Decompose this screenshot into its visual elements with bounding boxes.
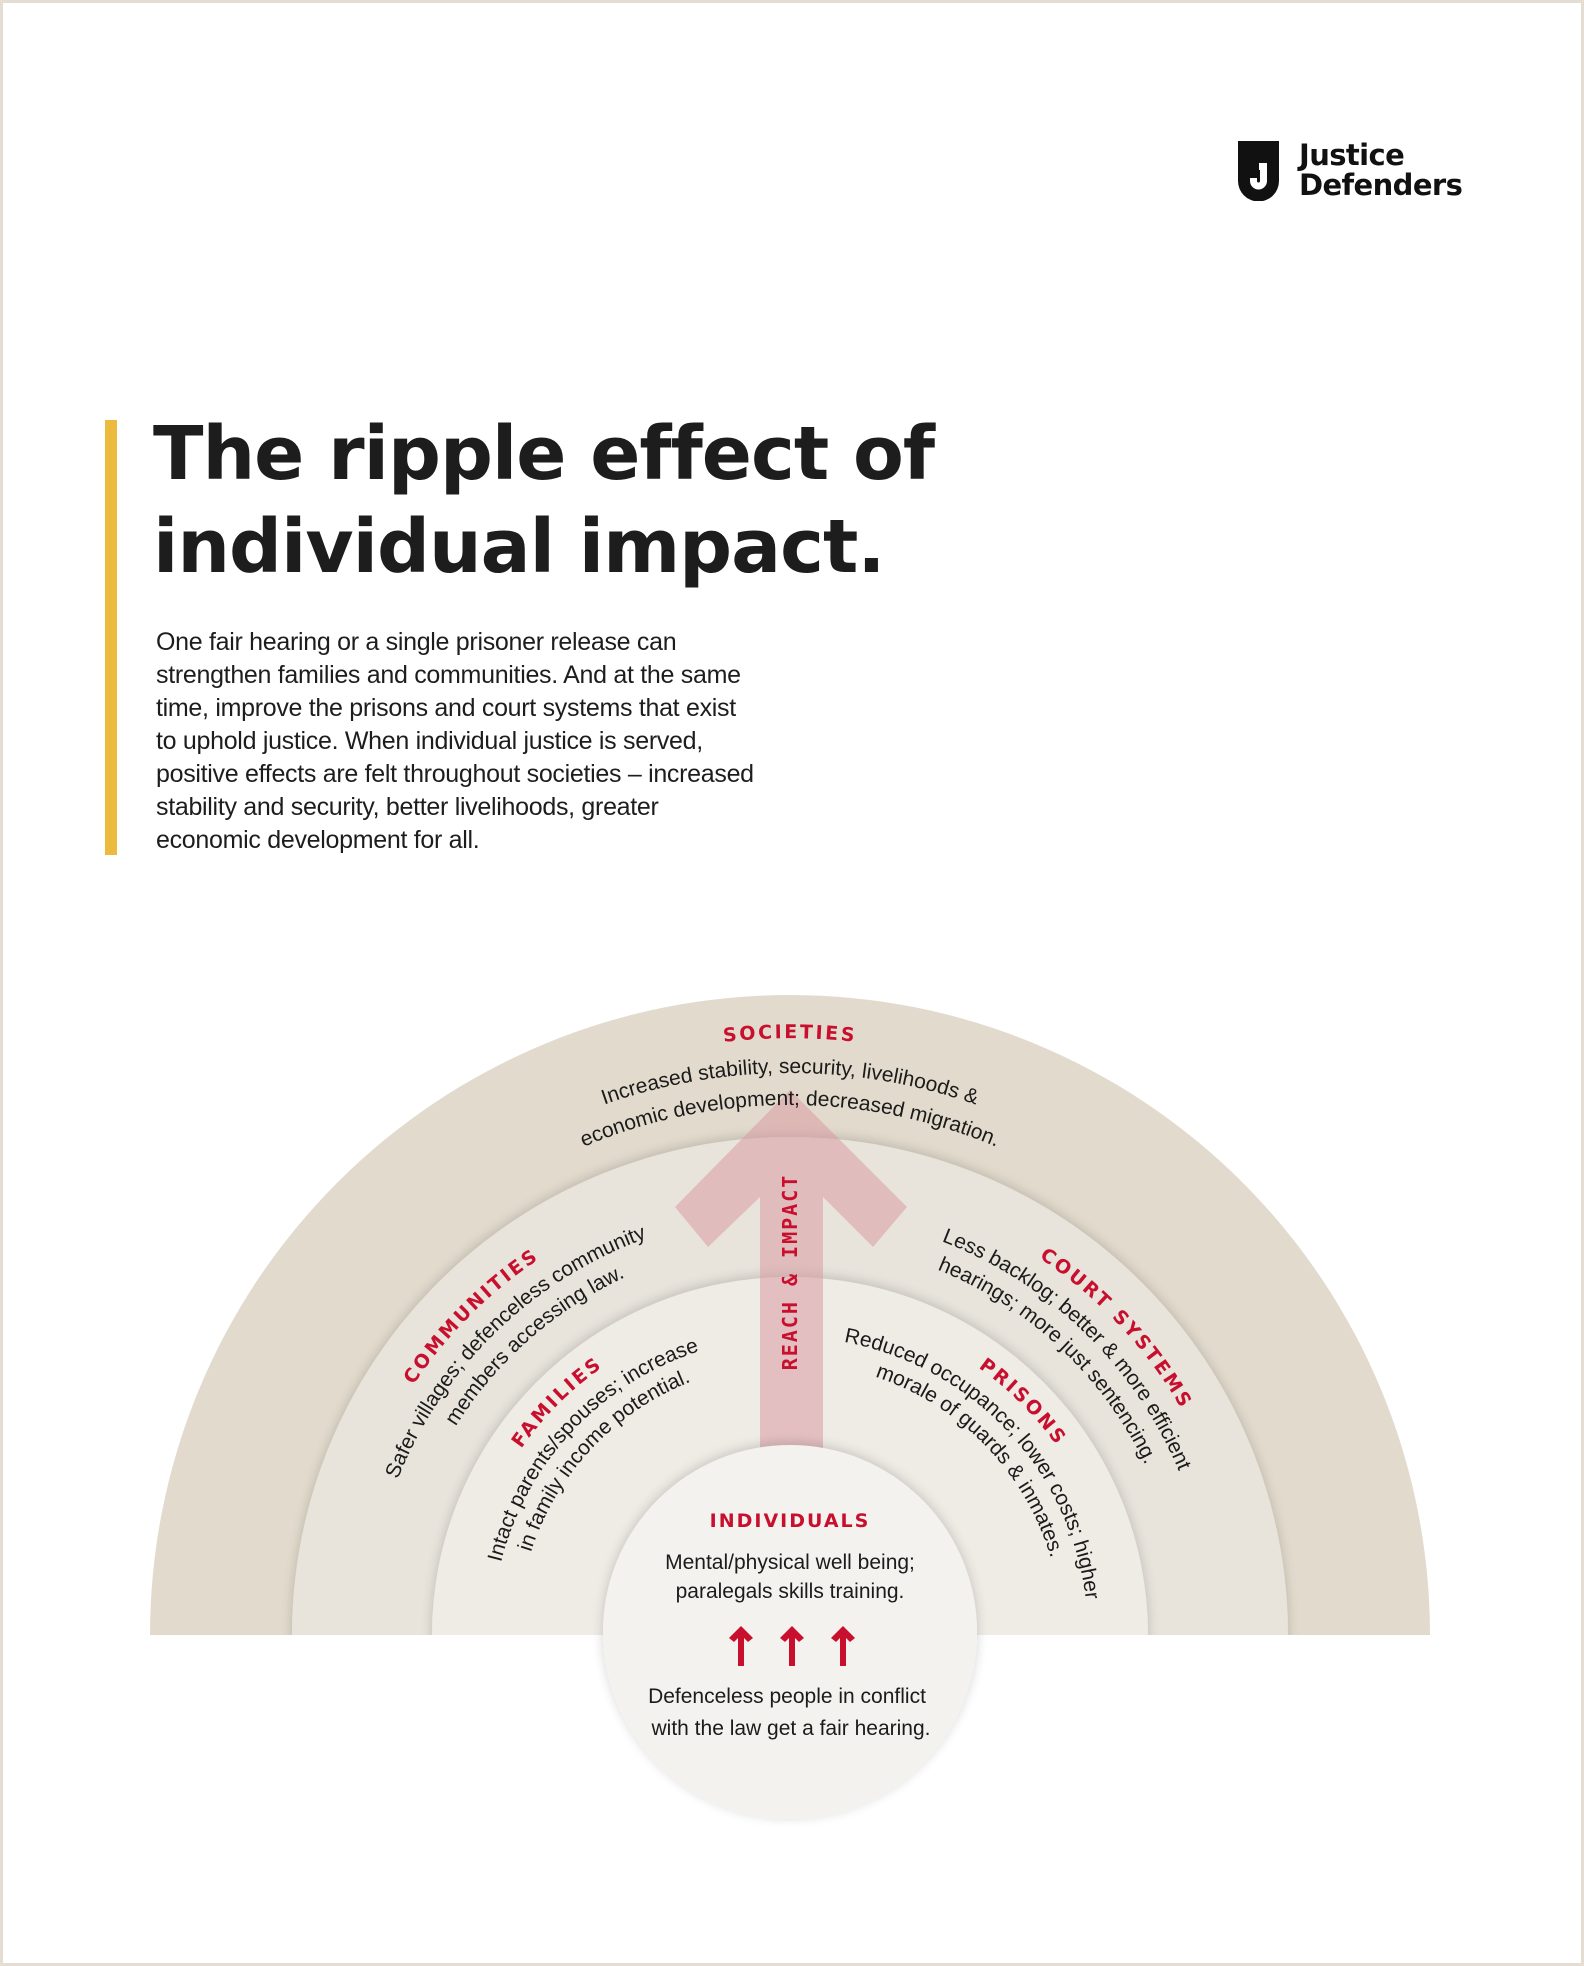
- individuals-base-line2: with the law get a fair hearing.: [651, 1717, 931, 1740]
- brand-name: Justice Defenders: [1299, 138, 1463, 202]
- brand-name-line1: Justice: [1299, 138, 1405, 172]
- shield-j-icon: [1238, 141, 1279, 201]
- intro-line: positive effects are felt throughout soc…: [156, 760, 754, 788]
- title-line-1: The ripple effect of: [153, 411, 935, 497]
- up-arrow-icon: [831, 1626, 855, 1666]
- intro-line: One fair hearing or a single prisoner re…: [156, 628, 677, 656]
- societies-label: SOCIETIES: [722, 1021, 858, 1047]
- up-arrow-icon: [780, 1626, 804, 1666]
- reach-impact-arrow: [675, 1090, 907, 1450]
- accent-bar: [105, 420, 117, 855]
- page-title: The ripple effect of individual impact.: [153, 408, 973, 594]
- title-line-2: individual impact.: [153, 504, 885, 590]
- up-arrow-icon: [729, 1626, 753, 1666]
- intro-line: economic development for all.: [156, 826, 480, 854]
- brand-name-line2: Defenders: [1299, 168, 1463, 202]
- intro-line: to uphold justice. When individual justi…: [156, 727, 703, 755]
- intro-paragraph: One fair hearing or a single prisoner re…: [156, 626, 856, 857]
- individuals-base-line1: Defenceless people in conflict: [648, 1685, 926, 1708]
- reach-impact-label: REACH & IMPACT: [778, 1174, 802, 1371]
- individuals-label: INDIVIDUALS: [710, 1510, 871, 1532]
- intro-line: strengthen families and communities. And…: [156, 661, 741, 689]
- brand-logo: Justice Defenders: [1238, 138, 1463, 202]
- intro-line: time, improve the prisons and court syst…: [156, 694, 736, 722]
- intro-line: stability and security, better livelihoo…: [156, 793, 659, 821]
- individuals-desc-line2: paralegals skills training.: [676, 1580, 905, 1603]
- individuals-desc-line1: Mental/physical well being;: [665, 1551, 915, 1574]
